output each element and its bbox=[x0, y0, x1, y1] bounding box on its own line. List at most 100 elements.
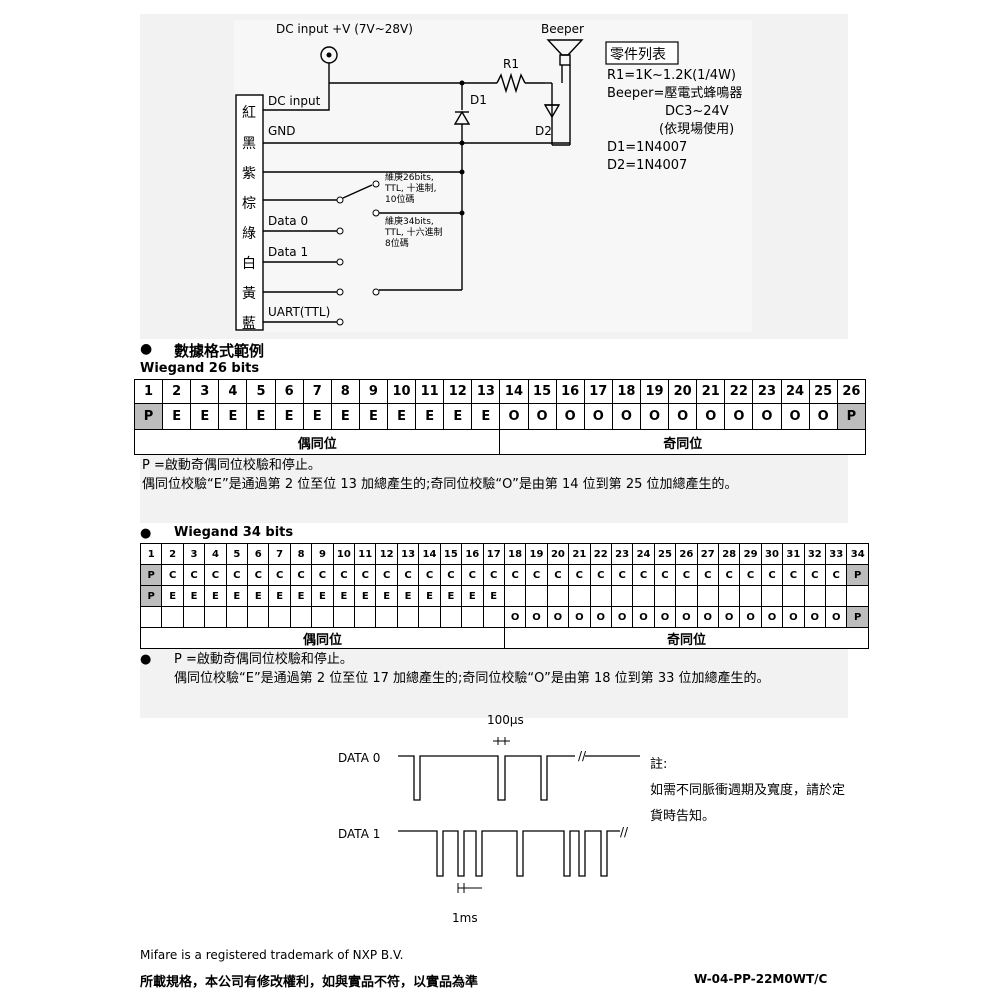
wiegand26-title: Wiegand 26 bits bbox=[140, 361, 260, 376]
wire-color-red: 紅 bbox=[242, 105, 256, 121]
bit-value-cell: E bbox=[302, 403, 332, 430]
bit-number-cell: 6 bbox=[274, 379, 304, 404]
empty-cell bbox=[396, 606, 420, 628]
bit-value-cell: E bbox=[358, 403, 388, 430]
empty-cell bbox=[161, 606, 184, 628]
bit-value-cell: C bbox=[204, 564, 227, 586]
empty-cell bbox=[311, 606, 334, 628]
bit-number-cell: 20 bbox=[668, 379, 698, 404]
beeper-label: Beeper bbox=[541, 22, 584, 36]
empty-cell bbox=[461, 606, 484, 628]
bit-number-cell: 21 bbox=[568, 543, 591, 565]
empty-cell bbox=[782, 585, 805, 607]
bit-value-cell: C bbox=[568, 564, 591, 586]
empty-cell bbox=[375, 606, 398, 628]
bit-number-cell: 3 bbox=[182, 543, 206, 565]
bit-value-cell: E bbox=[461, 585, 484, 607]
bit-value-cell: O bbox=[546, 606, 570, 628]
bit-value-cell: O bbox=[632, 606, 655, 628]
bit-value-cell: O bbox=[639, 403, 670, 430]
bit-value-cell: E bbox=[330, 403, 360, 430]
wire-label-data0: Data 0 bbox=[268, 214, 309, 228]
bit-value-cell: E bbox=[415, 403, 445, 430]
empty-cell bbox=[589, 585, 612, 607]
bit-number-cell: 22 bbox=[724, 379, 754, 404]
parts-item: Beeper=壓電式蜂鳴器 bbox=[607, 86, 743, 101]
bit-number-cell: 5 bbox=[225, 543, 249, 565]
bit-number-cell: 29 bbox=[739, 543, 762, 565]
wire-color-brown: 棕 bbox=[242, 196, 256, 212]
bit-value-cell: C bbox=[161, 564, 184, 586]
bit-value-cell: O bbox=[610, 606, 634, 628]
d1-label: D1 bbox=[470, 93, 487, 107]
bit-value-cell: E bbox=[225, 585, 249, 607]
bit-number-cell: 2 bbox=[162, 379, 192, 404]
d1-diode-icon bbox=[453, 110, 471, 125]
bit-number-cell: 30 bbox=[760, 543, 784, 565]
wire-color-green: 綠 bbox=[242, 226, 256, 242]
empty-cell bbox=[204, 606, 227, 628]
bit-number-cell: 10 bbox=[332, 543, 356, 565]
d2-label: D2 bbox=[535, 124, 552, 138]
empty-cell bbox=[568, 585, 591, 607]
bit-value-cell: E bbox=[204, 585, 227, 607]
empty-cell bbox=[696, 585, 719, 607]
bit-value-cell: C bbox=[482, 564, 505, 586]
bit-number-cell: 19 bbox=[639, 379, 670, 404]
bit-value-cell: C bbox=[396, 564, 420, 586]
empty-cell bbox=[803, 585, 827, 607]
bit-number-cell: 18 bbox=[503, 543, 527, 565]
bit-value-cell: C bbox=[589, 564, 612, 586]
bit-number-cell: 23 bbox=[610, 543, 634, 565]
bit-number-cell: 17 bbox=[482, 543, 505, 565]
wiegand34-title: Wiegand 34 bits bbox=[174, 525, 294, 540]
wiegand34-panel bbox=[140, 648, 848, 718]
bit-value-cell: C bbox=[503, 564, 527, 586]
bit-value-cell: E bbox=[246, 403, 276, 430]
wiegand26-even-parity-label: 偶同位 bbox=[133, 429, 501, 455]
timing-note: 註: 如需不同脈衝週期及寬度，請於定 貨時告知。 bbox=[650, 757, 846, 824]
bit-value-cell: C bbox=[675, 564, 698, 586]
bit-value-cell: C bbox=[696, 564, 719, 586]
bit-value-cell: E bbox=[354, 585, 377, 607]
empty-cell bbox=[546, 585, 570, 607]
wire-color-yellow: 黃 bbox=[242, 286, 256, 302]
empty-cell bbox=[525, 585, 548, 607]
bit-value-cell: E bbox=[162, 403, 192, 430]
bit-value-cell: E bbox=[482, 585, 505, 607]
bit-number-cell: 19 bbox=[525, 543, 548, 565]
bit-number-cell: 14 bbox=[499, 379, 529, 404]
bit-number-cell: 6 bbox=[247, 543, 270, 565]
break-mark-icon: // bbox=[578, 749, 587, 763]
bit-value-cell: E bbox=[396, 585, 420, 607]
wiring-schematic bbox=[235, 39, 679, 331]
bit-value-cell: E bbox=[182, 585, 206, 607]
parts-item: R1=1K~1.2K(1/4W) bbox=[607, 68, 737, 83]
parts-item: (依現場使用) bbox=[659, 122, 735, 137]
bit-value-cell: E bbox=[247, 585, 270, 607]
bit-number-cell: 9 bbox=[311, 543, 334, 565]
bit-value-cell: O bbox=[696, 403, 726, 430]
parts-title-box bbox=[605, 41, 679, 65]
schematic-inner-panel bbox=[234, 20, 752, 332]
dc-input-label: DC input +V (7V~28V) bbox=[276, 22, 413, 36]
bit-number-cell: 32 bbox=[803, 543, 827, 565]
empty-cell bbox=[610, 585, 634, 607]
empty-cell bbox=[247, 606, 270, 628]
bit-number-cell: 10 bbox=[386, 379, 417, 404]
data0-label: DATA 0 bbox=[338, 751, 381, 765]
wiegand26-note: P =啟動奇偶同位校驗和停止。 偶同位校驗“E”是通過第 2 位至位 13 加總… bbox=[142, 458, 738, 492]
wire-label-uart: UART(TTL) bbox=[268, 305, 331, 319]
bit-number-cell: 23 bbox=[752, 379, 782, 404]
bit-value-cell: E bbox=[386, 403, 417, 430]
bullet-icon: ● bbox=[140, 526, 152, 541]
bit-value-cell: C bbox=[717, 564, 741, 586]
data0-waveform bbox=[398, 755, 575, 801]
r1-resistor-icon bbox=[496, 72, 526, 94]
bit-value-cell: O bbox=[675, 606, 698, 628]
bit-value-cell: O bbox=[717, 606, 741, 628]
bit-number-cell: 1 bbox=[139, 543, 163, 565]
bit-value-cell: E bbox=[274, 403, 304, 430]
